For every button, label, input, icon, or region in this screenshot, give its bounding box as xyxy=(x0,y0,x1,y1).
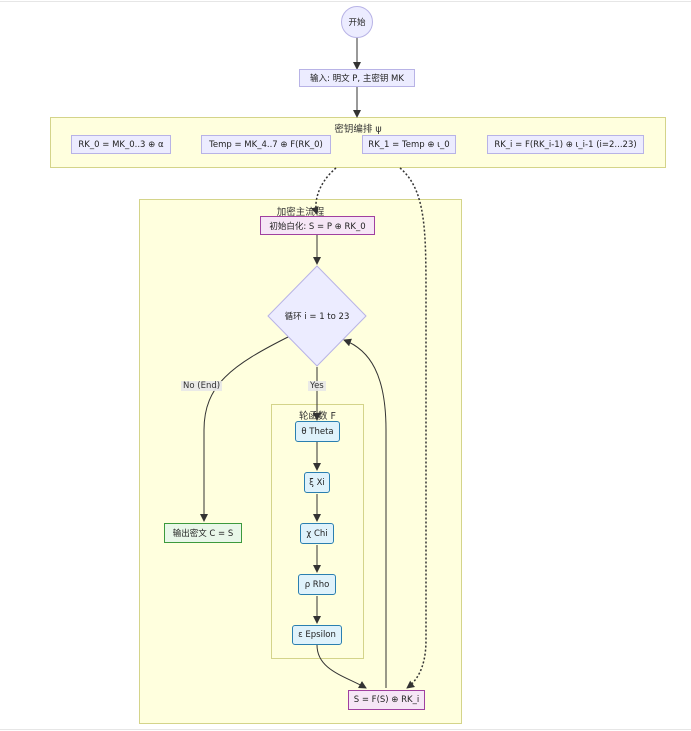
cluster-encryption-label: 加密主流程 xyxy=(276,207,325,218)
update-state-label: S = F(S) ⊕ RK_i xyxy=(353,695,420,705)
rho-node-label: ρ Rho xyxy=(304,579,330,590)
chi-node-label: χ Chi xyxy=(306,528,328,539)
rki-node: RK_i = F(RK_i-1) ⊕ ι_i-1 (i=2...23) xyxy=(487,135,644,154)
edge-keyschedule-init xyxy=(310,167,337,215)
edge-label-no-end: No (End) xyxy=(181,381,223,391)
edge-update-loop xyxy=(343,338,387,688)
edge-loop-output xyxy=(200,335,291,522)
update-state-node: S = F(S) ⊕ RK_i xyxy=(348,690,425,710)
temp-node-label: Temp = MK_4..7 ⊕ F(RK_0) xyxy=(209,139,323,150)
epsilon-node-label: ε Epsilon xyxy=(298,630,336,640)
xi-node-label: ξ Xi xyxy=(309,477,325,488)
loop-decision-diamond xyxy=(267,265,367,367)
edge-epsilon-update xyxy=(316,644,367,689)
xi-node: ξ Xi xyxy=(304,472,330,493)
rki-node-label: RK_i = F(RK_i-1) ⊕ ι_i-1 (i=2...23) xyxy=(494,139,637,150)
rk0-node-label: RK_0 = MK_0..3 ⊕ α xyxy=(78,139,164,150)
rk0-node: RK_0 = MK_0..3 ⊕ α xyxy=(71,135,171,154)
output-node-label: 输出密文 C = S xyxy=(172,529,234,539)
rk1-node-label: RK_1 = Temp ⊕ ι_0 xyxy=(368,139,450,150)
start-node-label: 开始 xyxy=(348,18,366,28)
epsilon-node: ε Epsilon xyxy=(292,625,342,645)
theta-node: θ Theta xyxy=(295,421,340,442)
input-node-label: 输入: 明文 P, 主密钥 MK xyxy=(310,74,404,84)
init-whitening-label: 初始白化: S = P ⊕ RK_0 xyxy=(269,221,366,232)
theta-node-label: θ Theta xyxy=(301,426,334,437)
rk1-node: RK_1 = Temp ⊕ ι_0 xyxy=(362,135,456,154)
temp-node: Temp = MK_4..7 ⊕ F(RK_0) xyxy=(201,135,331,154)
rho-node: ρ Rho xyxy=(298,574,336,595)
cluster-key-schedule-label: 密钥编排 ψ xyxy=(334,124,382,135)
init-whitening-node: 初始白化: S = P ⊕ RK_0 xyxy=(260,216,375,235)
output-node: 输出密文 C = S xyxy=(164,523,242,543)
chi-node: χ Chi xyxy=(300,523,334,544)
loop-decision-text: 循环 i = 1 to 23 xyxy=(284,312,350,322)
edge-label-yes: Yes xyxy=(308,381,326,391)
start-node: 开始 xyxy=(341,6,373,38)
edge-keyschedule-update xyxy=(399,167,427,689)
input-node: 输入: 明文 P, 主密钥 MK xyxy=(299,69,415,87)
loop-decision-label: 循环 i = 1 to 23 xyxy=(268,308,366,324)
